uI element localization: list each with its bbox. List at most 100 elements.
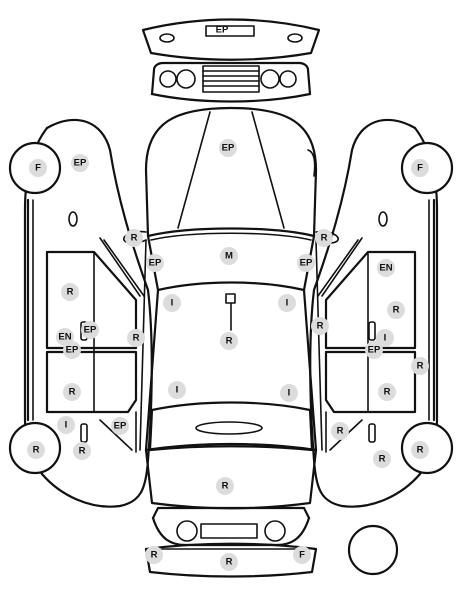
marker-label: R xyxy=(79,446,86,457)
marker-left-rear-handle: I xyxy=(57,416,75,434)
marker-label: M xyxy=(225,251,233,262)
marker-dot xyxy=(365,341,383,359)
marker-dot xyxy=(280,384,298,402)
marker-dot xyxy=(163,294,181,312)
marker-dot xyxy=(71,154,89,172)
marker-rear-bumper-top: EP xyxy=(216,25,229,36)
marker-label: R xyxy=(131,233,138,244)
marker-right-front-door-top: EN xyxy=(377,259,395,277)
marker-dot xyxy=(29,159,47,177)
marker-dot xyxy=(376,329,394,347)
marker-left-b-pillar: EP xyxy=(63,341,81,359)
marker-label: I xyxy=(176,385,179,396)
marker-label: R xyxy=(226,557,233,568)
marker-label: EN xyxy=(379,263,392,274)
marker-label: I xyxy=(288,388,291,399)
marker-roof-left-front: I xyxy=(163,294,181,312)
rear-tail-section xyxy=(150,61,312,103)
marker-label: R xyxy=(337,426,344,437)
marker-front-bumper-right: F xyxy=(293,546,311,564)
marker-right-a-pillar: EP xyxy=(297,254,315,272)
marker-dot xyxy=(411,357,429,375)
rear-bumper xyxy=(141,18,321,61)
marker-dot xyxy=(220,247,238,265)
marker-dot xyxy=(27,441,45,459)
marker-label: EP xyxy=(66,345,79,356)
marker-dot xyxy=(219,139,237,157)
marker-roof-antenna: R xyxy=(220,332,238,350)
marker-right-rear-door: R xyxy=(378,383,396,401)
marker-label: R xyxy=(133,333,140,344)
marker-label: EP xyxy=(300,258,313,269)
marker-dot xyxy=(81,321,99,339)
marker-left-door-edge-front: R xyxy=(127,329,145,347)
marker-right-c-pillar: R xyxy=(331,422,349,440)
marker-right-mirror: R xyxy=(315,229,333,247)
marker-label: R xyxy=(67,287,74,298)
marker-right-b-pillar: EP xyxy=(365,341,383,359)
marker-dot xyxy=(216,477,234,495)
marker-label: R xyxy=(33,445,40,456)
marker-left-mirror: R xyxy=(125,229,143,247)
marker-right-front-door: R xyxy=(387,301,405,319)
marker-roof-right-rear: I xyxy=(280,384,298,402)
marker-dot xyxy=(311,317,329,335)
marker-left-rear-door: R xyxy=(63,383,81,401)
marker-left-front-fender: EP xyxy=(71,154,89,172)
marker-label: R xyxy=(393,305,400,316)
marker-right-front-wheel: F xyxy=(411,159,429,177)
marker-dot xyxy=(220,553,238,571)
marker-label: R xyxy=(321,233,328,244)
marker-label: F xyxy=(417,163,423,174)
marker-dot xyxy=(378,383,396,401)
marker-label: R xyxy=(222,481,229,492)
marker-dot xyxy=(387,301,405,319)
marker-left-front-wheel: F xyxy=(29,159,47,177)
car-top-view xyxy=(139,106,323,510)
marker-dot xyxy=(145,546,163,564)
spare-wheel-outline xyxy=(347,524,399,576)
marker-dot xyxy=(63,383,81,401)
marker-left-a-pillar: EP xyxy=(146,254,164,272)
marker-front-bumper-center: R xyxy=(220,553,238,571)
marker-roof-left-rear: I xyxy=(168,381,186,399)
marker-dot xyxy=(63,341,81,359)
marker-dot xyxy=(220,332,238,350)
marker-dot xyxy=(278,294,296,312)
marker-label: R xyxy=(417,361,424,372)
marker-hood: EP xyxy=(219,139,237,157)
marker-dot xyxy=(297,254,315,272)
marker-label: I xyxy=(65,420,68,431)
marker-label: F xyxy=(299,550,305,561)
marker-dot xyxy=(111,417,129,435)
marker-label: EP xyxy=(222,143,235,154)
marker-left-rear-sill: R xyxy=(73,442,91,460)
marker-left-front-door-handle: EP xyxy=(81,321,99,339)
marker-label: R xyxy=(69,387,76,398)
marker-label: R xyxy=(151,550,158,561)
marker-right-front-handle: I xyxy=(376,329,394,347)
marker-dot xyxy=(73,442,91,460)
marker-right-door-edge-front: R xyxy=(311,317,329,335)
marker-left-front-door: R xyxy=(61,283,79,301)
marker-windshield: M xyxy=(220,247,238,265)
marker-roof-right-front: I xyxy=(278,294,296,312)
marker-dot xyxy=(125,229,143,247)
marker-dot xyxy=(377,259,395,277)
marker-dot xyxy=(168,381,186,399)
marker-dot xyxy=(411,159,429,177)
marker-left-rear-wheel: R xyxy=(27,441,45,459)
marker-label: I xyxy=(384,333,387,344)
marker-right-rear-door-edge: R xyxy=(411,357,429,375)
marker-right-rear-wheel: R xyxy=(411,441,429,459)
marker-label: EP xyxy=(149,258,162,269)
marker-trunk: R xyxy=(216,477,234,495)
marker-label: EP xyxy=(84,325,97,336)
marker-label: EP xyxy=(216,25,229,36)
marker-dot xyxy=(127,329,145,347)
marker-label: R xyxy=(226,336,233,347)
marker-dot xyxy=(315,229,333,247)
